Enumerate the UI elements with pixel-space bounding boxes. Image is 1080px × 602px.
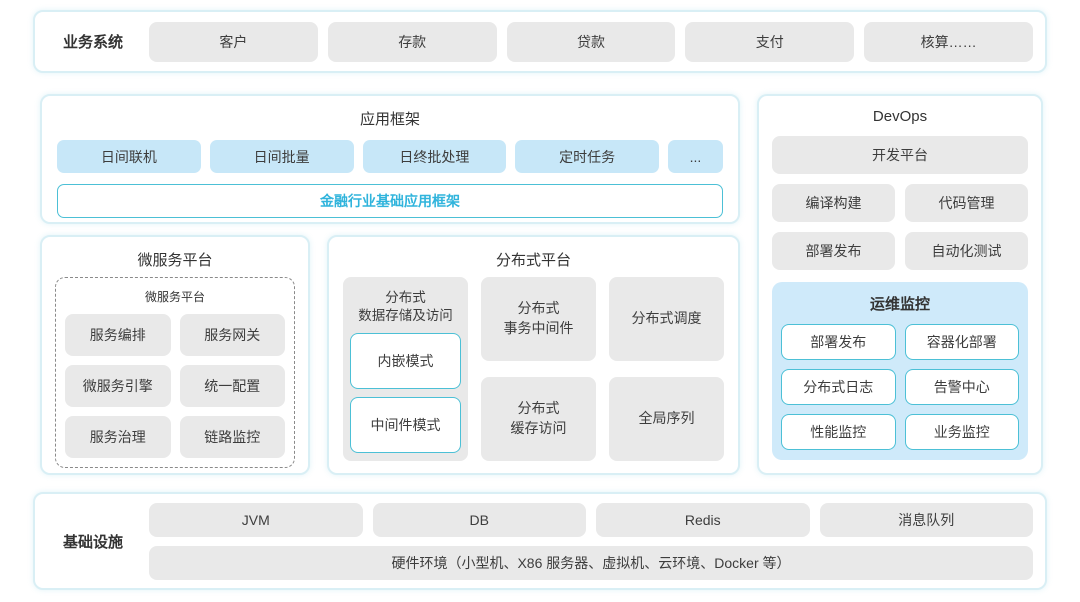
dist-middle-column: 分布式 事务中间件 分布式 缓存访问 (481, 277, 596, 461)
business-item-accounting: 核算…… (864, 21, 1033, 62)
distributed-panel: 分布式平台 分布式 数据存储及访问 内嵌模式 中间件模式 分布式 事务中间件 分… (327, 235, 740, 475)
base-framework-box: 金融行业基础应用框架 (57, 184, 723, 218)
business-systems-label: 业务系统 (62, 34, 123, 51)
app-framework-panel: 应用框架 日间联机 日间批量 日终批处理 定时任务 ... 金融行业基础应用框架 (40, 94, 740, 224)
app-fw-item-eod-batch: 日终批处理 (362, 140, 507, 173)
ms-item-tracing: 链路监控 (179, 416, 285, 458)
infra-item-jvm: JVM (149, 502, 363, 537)
dist-transaction-box: 分布式 事务中间件 (481, 277, 596, 361)
distributed-title: 分布式平台 (495, 252, 571, 269)
ms-item-orchestration: 服务编排 (65, 314, 171, 356)
devops-item-auto-test: 自动化测试 (905, 232, 1028, 270)
microservice-inner-box: 微服务平台 服务编排 服务网关 微服务引擎 统一配置 服务治理 链路监控 (55, 277, 295, 468)
left-column: 应用框架 日间联机 日间批量 日终批处理 定时任务 ... 金融行业基础应用框架… (40, 94, 740, 475)
ops-item-container-deploy: 容器化部署 (904, 324, 1019, 360)
microservice-grid: 服务编排 服务网关 微服务引擎 统一配置 服务治理 链路监控 (65, 314, 285, 458)
platforms-row: 微服务平台 微服务平台 服务编排 服务网关 微服务引擎 统一配置 服务治理 链路… (40, 235, 740, 475)
app-framework-items-row: 日间联机 日间批量 日终批处理 定时任务 ... (57, 140, 723, 173)
ops-item-performance-monitor: 性能监控 (781, 414, 896, 450)
business-item-loan: 贷款 (506, 21, 676, 62)
devops-title: DevOps (872, 108, 928, 125)
devops-item-code-mgmt: 代码管理 (905, 184, 1028, 222)
dist-schedule-box: 分布式调度 (609, 277, 724, 361)
infrastructure-content: JVM DB Redis 消息队列 硬件环境（小型机、X86 服务器、虚拟机、云… (149, 502, 1033, 580)
business-systems-bar: 业务系统 客户 存款 贷款 支付 核算…… (33, 10, 1047, 73)
ms-item-governance: 服务治理 (65, 416, 171, 458)
business-item-customer: 客户 (149, 21, 318, 62)
infra-item-redis: Redis (596, 502, 810, 537)
dist-cache-box: 分布式 缓存访问 (481, 377, 596, 461)
app-fw-item-more: ... (668, 140, 723, 173)
dist-right-column: 分布式调度 全局序列 (609, 277, 724, 461)
ms-item-engine: 微服务引擎 (65, 365, 171, 407)
business-item-deposit: 存款 (327, 21, 497, 62)
app-framework-title: 应用框架 (359, 111, 420, 128)
ops-item-business-monitor: 业务监控 (904, 414, 1019, 450)
infra-item-message-queue: 消息队列 (819, 502, 1033, 537)
devops-item-deploy: 部署发布 (772, 232, 895, 270)
devops-panel: DevOps 开发平台 编译构建 代码管理 部署发布 自动化测试 运维监控 部署… (757, 94, 1043, 475)
infrastructure-bar: 基础设施 JVM DB Redis 消息队列 硬件环境（小型机、X86 服务器、… (33, 492, 1047, 590)
microservice-panel: 微服务平台 微服务平台 服务编排 服务网关 微服务引擎 统一配置 服务治理 链路… (40, 235, 310, 475)
ops-monitor-panel: 运维监控 部署发布 容器化部署 分布式日志 告警中心 性能监控 业务监控 (772, 282, 1028, 460)
business-item-payment: 支付 (685, 21, 855, 62)
dev-platform-box: 开发平台 (772, 136, 1028, 174)
ops-item-distributed-log: 分布式日志 (781, 369, 896, 405)
infrastructure-label: 基础设施 (62, 533, 123, 551)
dist-storage-box: 分布式 数据存储及访问 内嵌模式 中间件模式 (343, 277, 468, 461)
global-sequence-box: 全局序列 (609, 377, 724, 461)
ops-monitor-grid: 部署发布 容器化部署 分布式日志 告警中心 性能监控 业务监控 (781, 324, 1019, 450)
ops-item-deploy-release: 部署发布 (781, 324, 896, 360)
ms-item-config: 统一配置 (179, 365, 285, 407)
app-fw-item-scheduled-task: 定时任务 (515, 140, 659, 173)
ms-item-gateway: 服务网关 (179, 314, 285, 356)
dist-storage-label: 分布式 数据存储及访问 (358, 290, 453, 324)
infrastructure-items-row: JVM DB Redis 消息队列 (149, 502, 1033, 537)
devops-grid: 编译构建 代码管理 部署发布 自动化测试 (772, 184, 1028, 270)
hardware-env-box: 硬件环境（小型机、X86 服务器、虚拟机、云环境、Docker 等） (149, 545, 1033, 580)
microservice-inner-title: 微服务平台 (144, 290, 205, 304)
app-fw-item-daytime-batch: 日间批量 (209, 140, 354, 173)
devops-item-build: 编译构建 (772, 184, 895, 222)
ops-item-alert-center: 告警中心 (904, 369, 1019, 405)
main-area: 应用框架 日间联机 日间批量 日终批处理 定时任务 ... 金融行业基础应用框架… (40, 94, 1043, 475)
infra-item-db: DB (372, 502, 586, 537)
ops-monitor-title: 运维监控 (869, 296, 930, 313)
mode-embedded-box: 内嵌模式 (350, 333, 461, 390)
distributed-content: 分布式 数据存储及访问 内嵌模式 中间件模式 分布式 事务中间件 分布式 缓存访… (343, 277, 724, 461)
microservice-title: 微服务平台 (137, 252, 213, 269)
mode-middleware-box: 中间件模式 (350, 397, 461, 453)
app-fw-item-daytime-online: 日间联机 (57, 140, 201, 173)
